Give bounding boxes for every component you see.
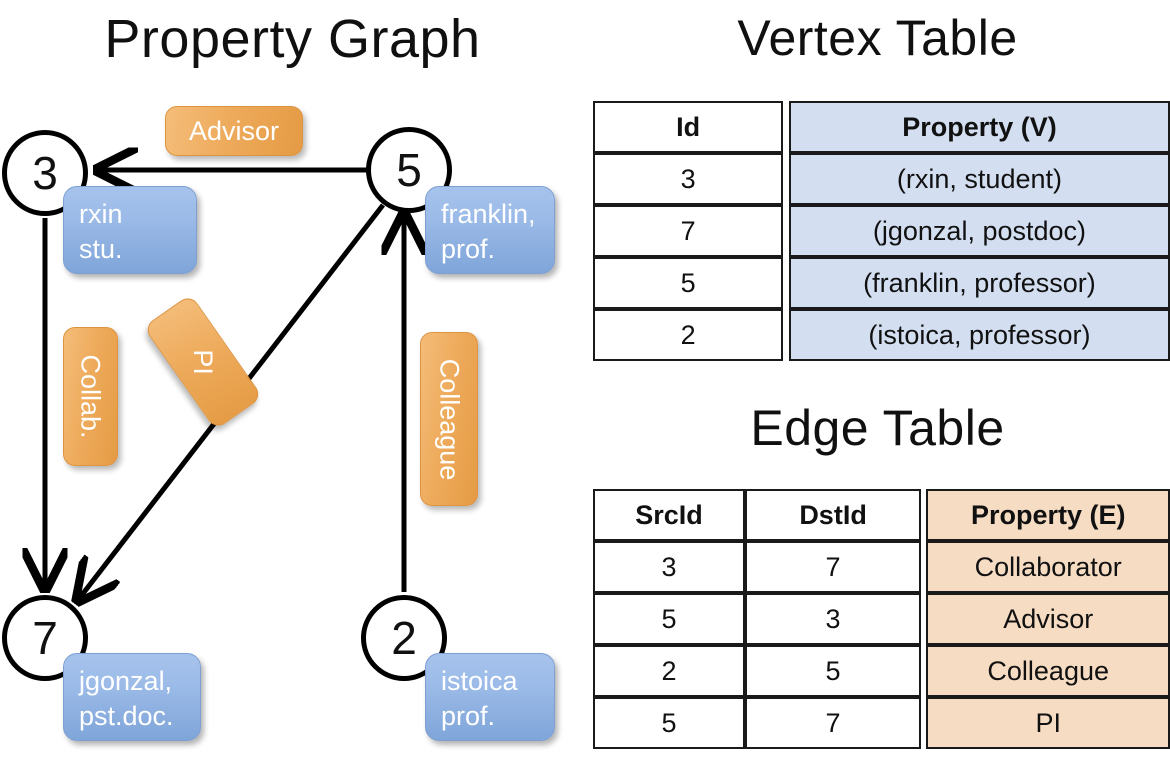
vertex-cell-id: 5 (593, 257, 784, 309)
edge-cell-srcid: 3 (593, 541, 746, 593)
node-property-callout-3: rxin stu. (63, 186, 197, 274)
edge-table-column-gap (921, 541, 927, 593)
edge-table-header-dstid: DstId (745, 489, 922, 541)
section-title-edge-table: Edge Table (750, 400, 1005, 456)
graph-node-2: 2 (361, 595, 447, 681)
edge-cell-srcid: 2 (593, 645, 746, 697)
node-property-callout-7: jgonzal, pst.doc. (63, 653, 201, 741)
edge-cell-srcid: 5 (593, 697, 746, 749)
table-row: 2 5 Colleague (593, 645, 1170, 697)
vertex-table-column-gap (783, 309, 789, 361)
vertex-table-column-gap (783, 205, 789, 257)
edge-table-header-property: Property (E) (926, 489, 1170, 541)
edge-cell-dstid: 7 (745, 697, 922, 749)
edge-cell-property: Collaborator (926, 541, 1170, 593)
page-title-property-graph: Property Graph (104, 9, 481, 69)
edge-label-colleague: Colleague (420, 332, 478, 506)
vertex-cell-id: 7 (593, 205, 784, 257)
edge-cell-property: PI (926, 697, 1170, 749)
vertex-table-column-gap (783, 101, 789, 153)
edge-table: SrcId DstId Property (E) 3 7 Collaborato… (593, 489, 1170, 749)
graph-node-5: 5 (366, 127, 452, 213)
edge-label-advisor-text: Advisor (188, 115, 280, 146)
edge-table-header-srcid: SrcId (593, 489, 746, 541)
edge-label-advisor: Advisor (165, 106, 303, 156)
vertex-table-column-gap (783, 153, 789, 205)
node-property-callout-2: istoica prof. (425, 653, 555, 741)
edge-label-collab: Collab. (63, 327, 118, 466)
edge-cell-srcid: 5 (593, 593, 746, 645)
property-graph-diagram: Advisor Collab. PI Colleague 3 5 7 2 rxi… (2, 106, 555, 741)
edge-label-pi-text: PI (188, 349, 219, 375)
edge-cell-dstid: 5 (745, 645, 922, 697)
vertex-cell-id: 2 (593, 309, 784, 361)
vertex-table-column-gap (783, 257, 789, 309)
vertex-table-header-row: Id Property (V) (593, 101, 1170, 153)
vertex-cell-property: (franklin, professor) (788, 257, 1170, 309)
table-row: 5 (franklin, professor) (593, 257, 1170, 309)
table-row: 7 (jgonzal, postdoc) (593, 205, 1170, 257)
vertex-table-header-id: Id (593, 101, 784, 153)
edge-table-column-gap (921, 489, 927, 541)
table-row: 5 3 Advisor (593, 593, 1170, 645)
vertex-cell-property: (rxin, student) (788, 153, 1170, 205)
vertex-cell-property: (jgonzal, postdoc) (788, 205, 1170, 257)
edge-label-collab-text: Collab. (76, 354, 107, 439)
edge-cell-property: Colleague (926, 645, 1170, 697)
edge-label-colleague-text: Colleague (434, 358, 465, 480)
table-row: 2 (istoica, professor) (593, 309, 1170, 361)
vertex-cell-property: (istoica, professor) (788, 309, 1170, 361)
edge-table-column-gap (921, 645, 927, 697)
edge-cell-dstid: 7 (745, 541, 922, 593)
node-property-callout-5: franklin, prof. (425, 186, 555, 274)
vertex-table: Id Property (V) 3 (rxin, student) 7 (jgo… (593, 101, 1170, 361)
edge-cell-dstid: 3 (745, 593, 922, 645)
vertex-table-header-property: Property (V) (788, 101, 1170, 153)
table-row: 3 7 Collaborator (593, 541, 1170, 593)
edge-cell-property: Advisor (926, 593, 1170, 645)
table-row: 5 7 PI (593, 697, 1170, 749)
edge-table-column-gap (921, 697, 927, 749)
vertex-cell-id: 3 (593, 153, 784, 205)
section-title-vertex-table: Vertex Table (737, 10, 1018, 66)
edge-table-header-row: SrcId DstId Property (E) (593, 489, 1170, 541)
table-row: 3 (rxin, student) (593, 153, 1170, 205)
edge-table-column-gap (921, 593, 927, 645)
